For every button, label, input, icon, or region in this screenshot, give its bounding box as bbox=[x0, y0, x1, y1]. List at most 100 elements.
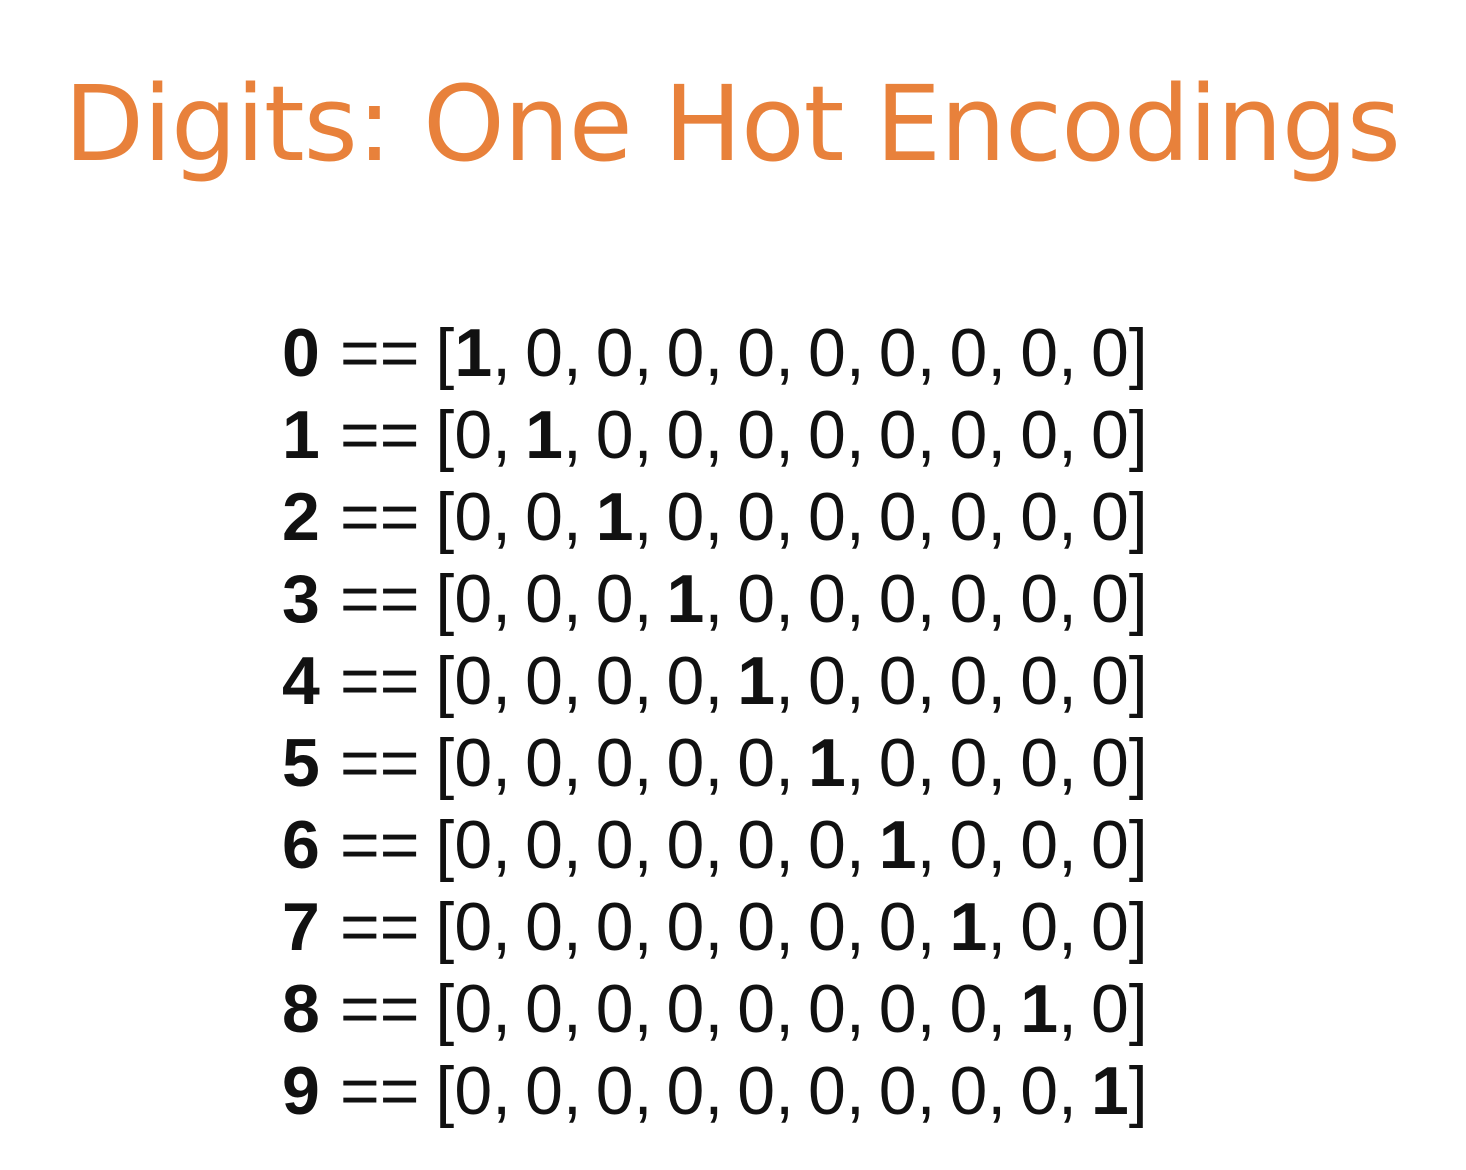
close-bracket: ] bbox=[1128, 1053, 1148, 1129]
hot-cell: 1 bbox=[949, 889, 988, 965]
comma-separator: , bbox=[704, 807, 724, 883]
vector-cell: 0 bbox=[737, 315, 776, 391]
comma-separator: , bbox=[704, 889, 724, 965]
comma-separator: , bbox=[633, 1053, 653, 1129]
encoding-row: 5==[0,0,0,0,0,1,0,0,0,0] bbox=[282, 722, 1148, 804]
comma-separator: , bbox=[562, 889, 582, 965]
vector-cell: 0 bbox=[949, 397, 988, 473]
equals-operator: == bbox=[340, 807, 420, 883]
comma-separator: , bbox=[775, 561, 794, 637]
vector-cell: 0 bbox=[525, 315, 563, 391]
open-bracket: [ bbox=[435, 397, 455, 473]
digit-label: 4 bbox=[282, 643, 320, 719]
comma-separator: , bbox=[775, 889, 794, 965]
open-bracket: [ bbox=[435, 807, 455, 883]
vector-cell: 0 bbox=[525, 889, 563, 965]
comma-separator: , bbox=[845, 561, 865, 637]
encoding-row: 4==[0,0,0,0,1,0,0,0,0,0] bbox=[282, 640, 1148, 722]
vector-cell: 0 bbox=[808, 315, 846, 391]
vector-cell: 0 bbox=[878, 1053, 917, 1129]
comma-separator: , bbox=[562, 1053, 582, 1129]
comma-separator: , bbox=[1058, 479, 1077, 555]
equals-operator: == bbox=[340, 971, 420, 1047]
close-bracket: ] bbox=[1128, 725, 1148, 801]
comma-separator: , bbox=[492, 1053, 512, 1129]
digit-label: 2 bbox=[282, 479, 320, 555]
comma-separator: , bbox=[775, 643, 794, 719]
vector-cell: 0 bbox=[949, 561, 988, 637]
comma-separator: , bbox=[633, 397, 653, 473]
comma-separator: , bbox=[492, 315, 512, 391]
encoding-row: 8==[0,0,0,0,0,0,0,0,1,0] bbox=[282, 968, 1148, 1050]
encoding-row: 9==[0,0,0,0,0,0,0,0,0,1] bbox=[282, 1050, 1148, 1132]
vector-cell: 0 bbox=[878, 397, 917, 473]
vector-cell: 0 bbox=[1090, 479, 1129, 555]
vector-cell: 0 bbox=[666, 397, 705, 473]
vector-cell: 0 bbox=[595, 561, 634, 637]
comma-separator: , bbox=[562, 561, 582, 637]
comma-separator: , bbox=[775, 397, 794, 473]
equals-operator: == bbox=[340, 315, 420, 391]
vector-cell: 0 bbox=[949, 479, 988, 555]
comma-separator: , bbox=[775, 807, 794, 883]
comma-separator: , bbox=[1058, 807, 1077, 883]
vector-cell: 0 bbox=[595, 971, 634, 1047]
comma-separator: , bbox=[1058, 315, 1077, 391]
comma-separator: , bbox=[1058, 561, 1077, 637]
comma-separator: , bbox=[562, 725, 582, 801]
vector-cell: 0 bbox=[808, 807, 846, 883]
vector-cell: 0 bbox=[878, 971, 917, 1047]
vector-cell: 0 bbox=[808, 1053, 846, 1129]
comma-separator: , bbox=[562, 807, 582, 883]
close-bracket: ] bbox=[1128, 315, 1148, 391]
comma-separator: , bbox=[704, 1053, 724, 1129]
vector-cell: 0 bbox=[1020, 725, 1059, 801]
comma-separator: , bbox=[704, 315, 724, 391]
open-bracket: [ bbox=[435, 315, 455, 391]
equals-operator: == bbox=[340, 1053, 420, 1129]
comma-separator: , bbox=[987, 315, 1007, 391]
comma-separator: , bbox=[987, 807, 1007, 883]
vector-cell: 0 bbox=[595, 1053, 634, 1129]
vector-cell: 0 bbox=[1020, 397, 1059, 473]
encoding-row: 1==[0,1,0,0,0,0,0,0,0,0] bbox=[282, 394, 1148, 476]
vector-cell: 0 bbox=[949, 971, 988, 1047]
comma-separator: , bbox=[492, 643, 512, 719]
vector-cell: 0 bbox=[525, 1053, 563, 1129]
vector-cell: 0 bbox=[666, 889, 705, 965]
comma-separator: , bbox=[1058, 971, 1077, 1047]
comma-separator: , bbox=[704, 397, 724, 473]
comma-separator: , bbox=[633, 479, 653, 555]
comma-separator: , bbox=[916, 479, 936, 555]
vector-cell: 0 bbox=[666, 643, 705, 719]
comma-separator: , bbox=[1058, 643, 1077, 719]
comma-separator: , bbox=[1058, 889, 1077, 965]
comma-separator: , bbox=[845, 397, 865, 473]
vector-cell: 0 bbox=[808, 643, 846, 719]
equals-operator: == bbox=[340, 643, 420, 719]
vector-cell: 0 bbox=[525, 807, 563, 883]
vector-cell: 0 bbox=[454, 643, 493, 719]
comma-separator: , bbox=[987, 479, 1007, 555]
close-bracket: ] bbox=[1128, 971, 1148, 1047]
vector-cell: 0 bbox=[737, 725, 776, 801]
comma-separator: , bbox=[492, 971, 512, 1047]
close-bracket: ] bbox=[1128, 807, 1148, 883]
vector-cell: 0 bbox=[1090, 397, 1129, 473]
comma-separator: , bbox=[492, 889, 512, 965]
comma-separator: , bbox=[775, 479, 794, 555]
hot-cell: 1 bbox=[1090, 1053, 1129, 1129]
comma-separator: , bbox=[916, 561, 936, 637]
close-bracket: ] bbox=[1128, 889, 1148, 965]
comma-separator: , bbox=[987, 889, 1007, 965]
hot-cell: 1 bbox=[808, 725, 846, 801]
comma-separator: , bbox=[1058, 397, 1077, 473]
digit-label: 5 bbox=[282, 725, 320, 801]
comma-separator: , bbox=[633, 889, 653, 965]
comma-separator: , bbox=[492, 807, 512, 883]
comma-separator: , bbox=[916, 889, 936, 965]
vector-cell: 0 bbox=[666, 1053, 705, 1129]
digit-label: 6 bbox=[282, 807, 320, 883]
comma-separator: , bbox=[987, 1053, 1007, 1129]
comma-separator: , bbox=[916, 1053, 936, 1129]
